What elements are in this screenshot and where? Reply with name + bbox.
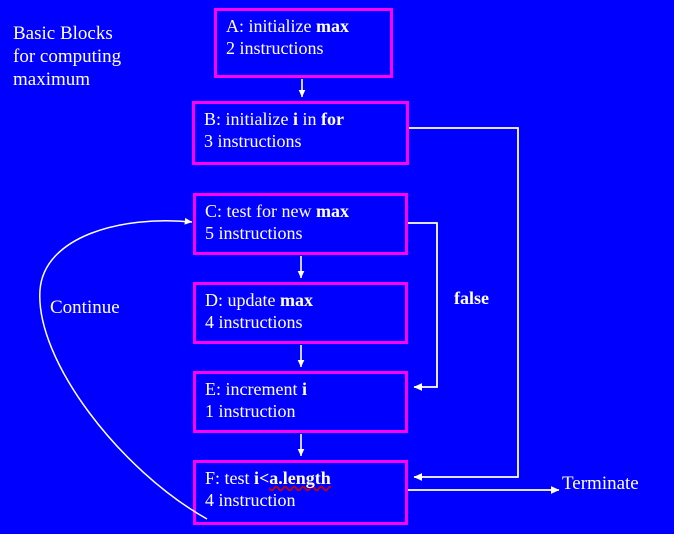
block-d-line2: 4 instructions: [205, 312, 303, 332]
block-b-line1-prefix: B: initialize: [204, 109, 293, 129]
basic-block-d[interactable]: D: update max 4 instructions: [193, 282, 408, 344]
block-b-line1-mid: in: [298, 109, 322, 129]
block-f-line2: 4 instruction: [205, 490, 296, 510]
block-f-misspelled-token: a.length: [269, 468, 331, 488]
block-b-line1: B: initialize i in for: [204, 108, 406, 130]
block-d-line1: D: update max: [205, 289, 405, 311]
edge-label-false: false: [454, 288, 489, 308]
block-a-line1-prefix: A: initialize: [226, 16, 316, 36]
block-b-line1-emphasis: i: [292, 109, 298, 129]
edge-label-terminate: Terminate: [562, 473, 639, 494]
block-c-line1-prefix: C: test for new: [205, 201, 316, 221]
page-title: Basic Blocks for computing maximum: [13, 23, 122, 90]
block-a-line2: 2 instructions: [226, 38, 324, 58]
block-d-line1-emphasis: max: [279, 290, 313, 310]
block-e-line1-prefix: E: increment: [205, 379, 302, 399]
block-b-line2: 3 instructions: [204, 131, 302, 151]
block-a-line1-emphasis: max: [315, 16, 349, 36]
block-c-line1: C: test for new max: [205, 200, 405, 222]
block-f-line1: F: test i<a.length: [205, 467, 405, 489]
block-e-line1-emphasis: i: [301, 379, 307, 399]
block-e-line1: E: increment i: [205, 378, 405, 400]
block-f-line1-emphasis: i<: [254, 468, 270, 488]
block-c-line2: 5 instructions: [205, 223, 303, 243]
block-f-line1-prefix: F: test: [205, 468, 255, 488]
edge-f-to-c-continue: [39, 217, 208, 520]
basic-block-b[interactable]: B: initialize i in for 3 instructions: [192, 101, 409, 165]
basic-block-f[interactable]: F: test i<a.length 4 instruction: [193, 460, 408, 525]
edge-c-to-e-false: [408, 222, 438, 391]
block-c-line1-emphasis: max: [315, 201, 349, 221]
basic-block-a[interactable]: A: initialize max 2 instructions: [214, 8, 393, 78]
block-d-line1-prefix: D: update: [205, 290, 280, 310]
edge-label-continue: Continue: [50, 297, 120, 318]
block-a-line1: A: initialize max: [226, 15, 390, 37]
block-e-line2: 1 instruction: [205, 401, 296, 421]
basic-block-c[interactable]: C: test for new max 5 instructions: [193, 193, 408, 255]
block-b-line1-emphasis2: for: [321, 109, 344, 129]
basic-block-e[interactable]: E: increment i 1 instruction: [193, 371, 408, 433]
